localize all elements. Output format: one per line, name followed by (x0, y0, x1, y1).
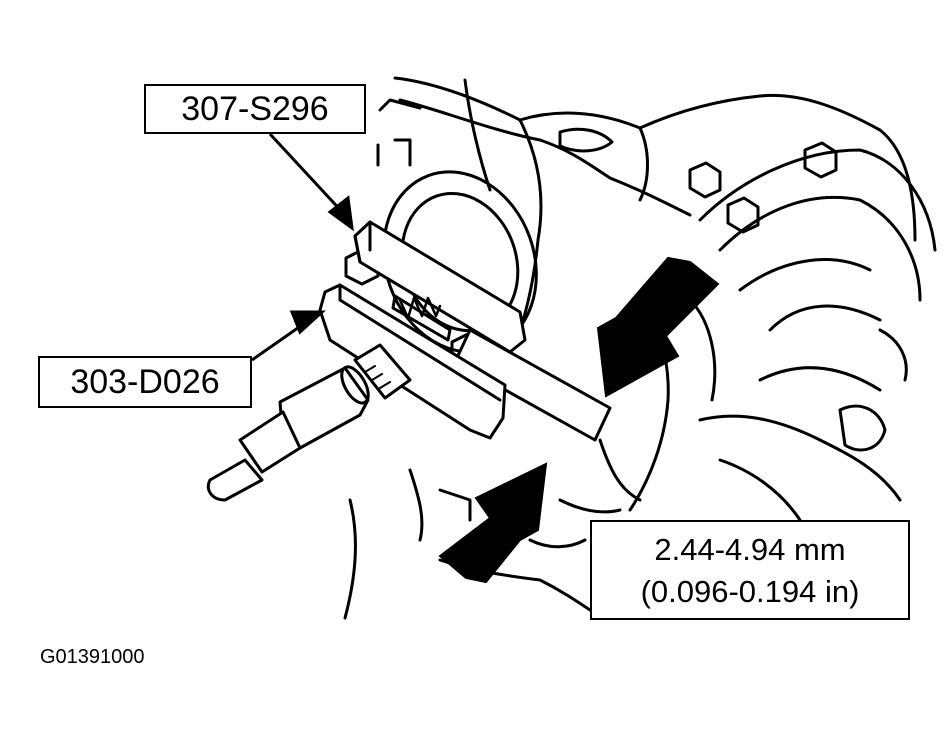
tool-callout-307-s296: 307-S296 (144, 84, 366, 134)
leader-arrowhead-top (327, 195, 354, 232)
depth-gauge-body (318, 283, 507, 440)
measurement-spec-box: 2.44-4.94 mm (0.096-0.194 in) (590, 520, 910, 620)
measurement-arrow-lower (438, 462, 548, 584)
micrometer-thimble (238, 410, 302, 474)
micrometer-spindle (206, 458, 264, 502)
measuring-plate (453, 328, 612, 442)
figure-id-label: G01391000 (40, 646, 145, 668)
measurement-arrow-upper (596, 256, 720, 398)
transmission-housing (698, 148, 937, 252)
leader-arrowhead-left (289, 310, 326, 335)
measurement-mm: 2.44-4.94 mm (654, 532, 846, 567)
measurement-in: (0.096-0.194 in) (640, 574, 860, 609)
engine-casting-outline (393, 76, 917, 242)
tool-callout-303-d026: 303-D026 (38, 356, 252, 408)
micrometer-stem (353, 343, 412, 400)
